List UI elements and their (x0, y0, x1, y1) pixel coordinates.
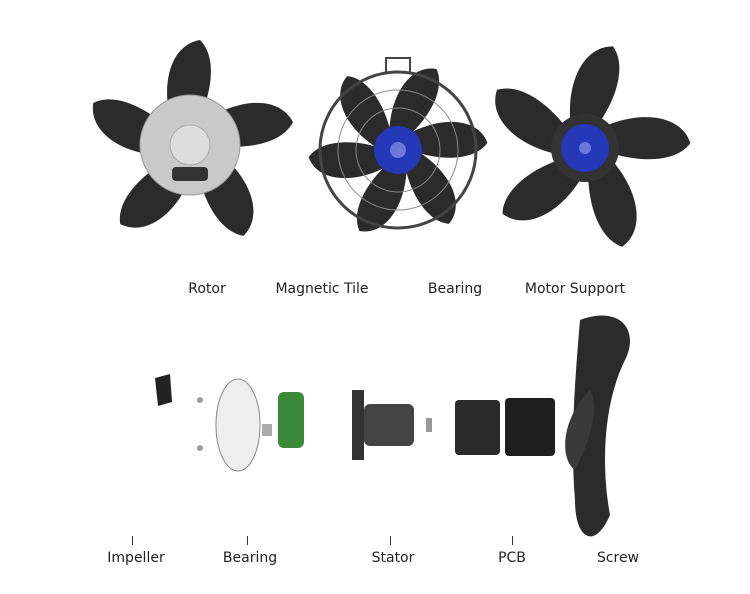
screw-blade-part (565, 315, 630, 537)
label-bearing-top: Bearing (427, 281, 483, 297)
motor-support-fan-image (481, 40, 692, 252)
impeller-part (155, 374, 172, 406)
label-stator: Stator (371, 550, 415, 566)
grille-fan-image (307, 57, 489, 241)
tick (512, 536, 513, 545)
label-bearing-bottom: Bearing (222, 550, 278, 566)
label-impeller: Impeller (107, 550, 165, 566)
pcb-part (262, 392, 304, 448)
label-rotor: Rotor (188, 281, 226, 297)
exploded-motor-parts (155, 315, 630, 537)
bearing-part (197, 378, 261, 472)
rotor-fan-image (83, 40, 297, 244)
tick (247, 536, 248, 545)
tick (390, 536, 391, 545)
stator-part (352, 390, 414, 460)
label-motor-support: Motor Support (524, 281, 626, 297)
tick (132, 536, 133, 545)
label-pcb: PCB (498, 550, 526, 566)
label-magnetic-tile: Magnetic Tile (275, 281, 369, 297)
label-screw: Screw (596, 550, 640, 566)
